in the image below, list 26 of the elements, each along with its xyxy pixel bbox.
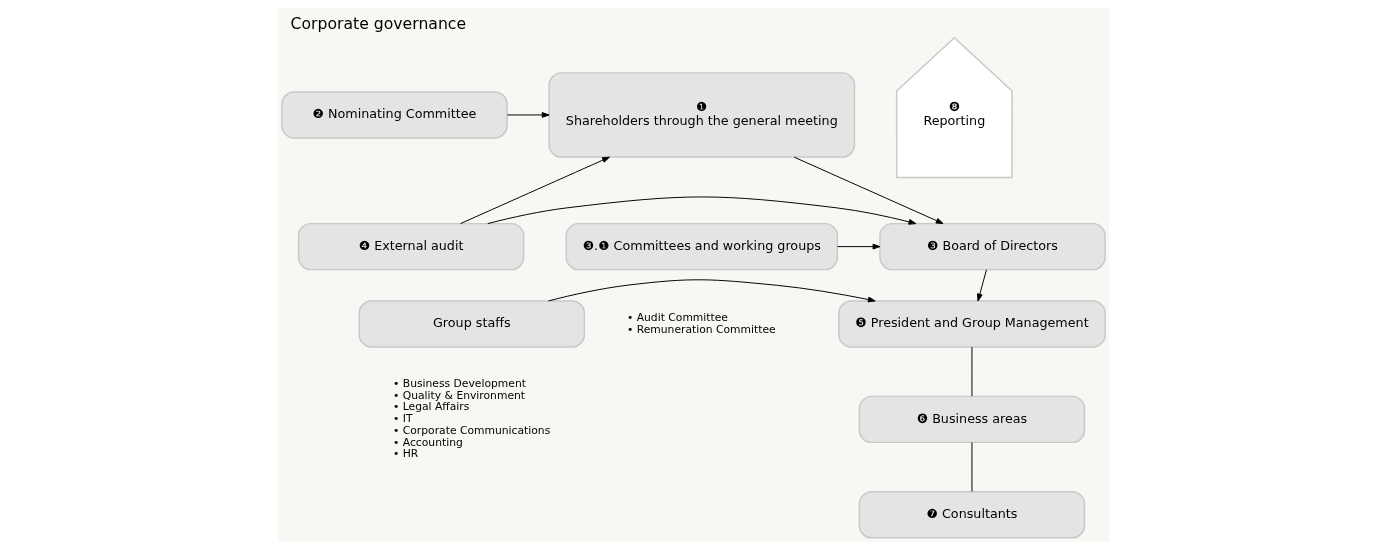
diagram-title: Corporate governance xyxy=(290,13,467,33)
node-label: • Business Development xyxy=(393,376,526,390)
node-box: ❸ Board of Directors xyxy=(879,222,1106,271)
arrow xyxy=(547,279,876,303)
node-label: • Corporate Communications xyxy=(393,423,551,437)
node-box: ❸.❶ Committees and working groups xyxy=(565,222,839,271)
arrow xyxy=(977,269,987,302)
node-label: • Accounting xyxy=(393,435,463,449)
arrow xyxy=(506,112,550,118)
node-label: • HR xyxy=(393,447,419,461)
node-label: • Quality & Environment xyxy=(393,388,526,402)
arrow xyxy=(793,156,944,225)
arrow xyxy=(460,156,610,225)
node-box: ❶ Shareholders through the general meeting xyxy=(548,72,856,158)
node-label: • IT xyxy=(393,412,413,426)
node-label: • Remuneration Committee xyxy=(626,322,776,336)
node-box: ❺ President and Group Management xyxy=(838,300,1106,348)
node-label: • Audit Committee xyxy=(626,310,728,324)
arrow xyxy=(487,196,917,225)
node-box: ❹ External audit xyxy=(297,222,525,271)
node-box: ❷ Nominating Committee xyxy=(281,91,508,139)
node-box: Group staffs xyxy=(358,300,586,348)
node-label: • Legal Affairs xyxy=(393,400,470,414)
node-box: ❼ Consultants xyxy=(858,491,1086,539)
arrow xyxy=(837,243,881,250)
node-box: ❻ Business areas xyxy=(858,395,1086,444)
